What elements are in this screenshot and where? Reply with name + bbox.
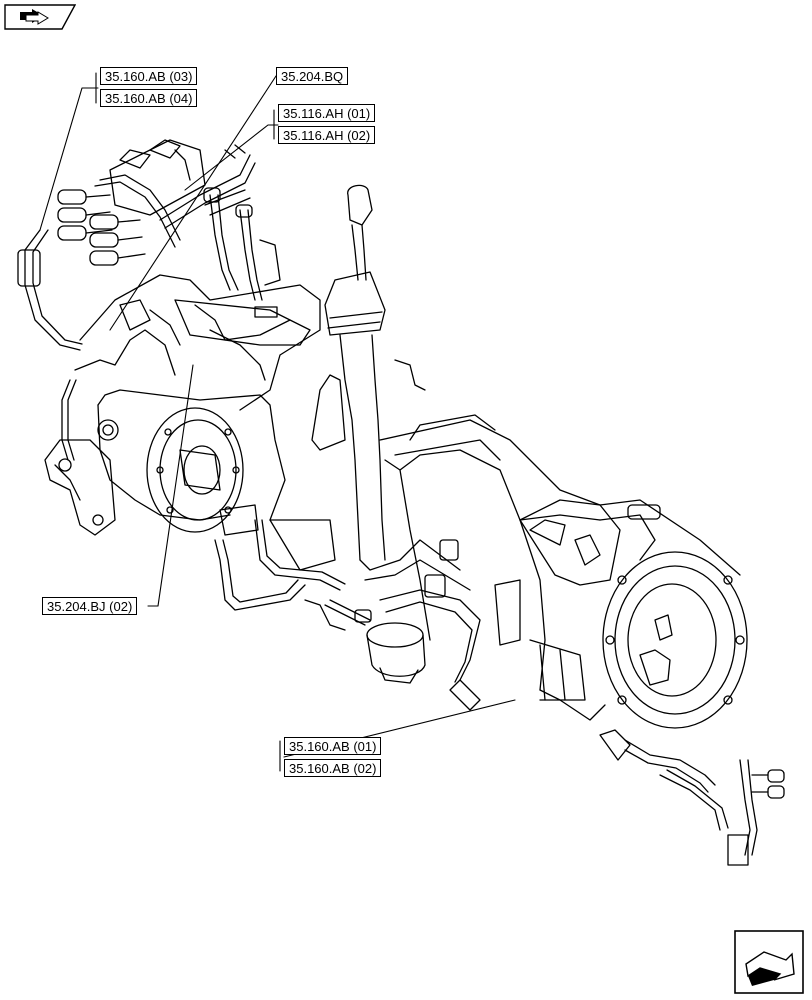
rear-pipe-fitting [599,729,785,866]
callout-35-116-ah-01[interactable]: 35.116.AH (01) [278,104,376,122]
callout-35-204-bq[interactable]: 35.204.BQ [276,67,349,85]
remote-valve-couplers [57,139,256,266]
callout-35-116-ah-02[interactable]: 35.116.AH (02) [278,126,376,144]
center-housing [74,274,321,533]
arrow-navigation-icon[interactable] [4,4,77,30]
transmission-housing [379,414,748,729]
left-hydraulic-hose [17,229,83,461]
next-page-arrow-icon[interactable] [734,930,804,994]
filter-canister [324,599,426,684]
callout-35-160-ab-01[interactable]: 35.160.AB (01) [284,737,382,755]
callout-35-160-ab-02[interactable]: 35.160.AB (02) [284,759,382,777]
callout-35-160-ab-04[interactable]: 35.160.AB (04) [100,89,198,107]
left-mounting-bracket [44,419,119,536]
control-levers [174,187,311,346]
callout-35-160-ab-03[interactable]: 35.160.AB (03) [100,67,198,85]
lower-pipe-run [214,504,346,631]
center-hoses [359,539,481,711]
gear-shift-lever [311,184,426,561]
callout-35-204-bj-02[interactable]: 35.204.BJ (02) [42,597,138,615]
